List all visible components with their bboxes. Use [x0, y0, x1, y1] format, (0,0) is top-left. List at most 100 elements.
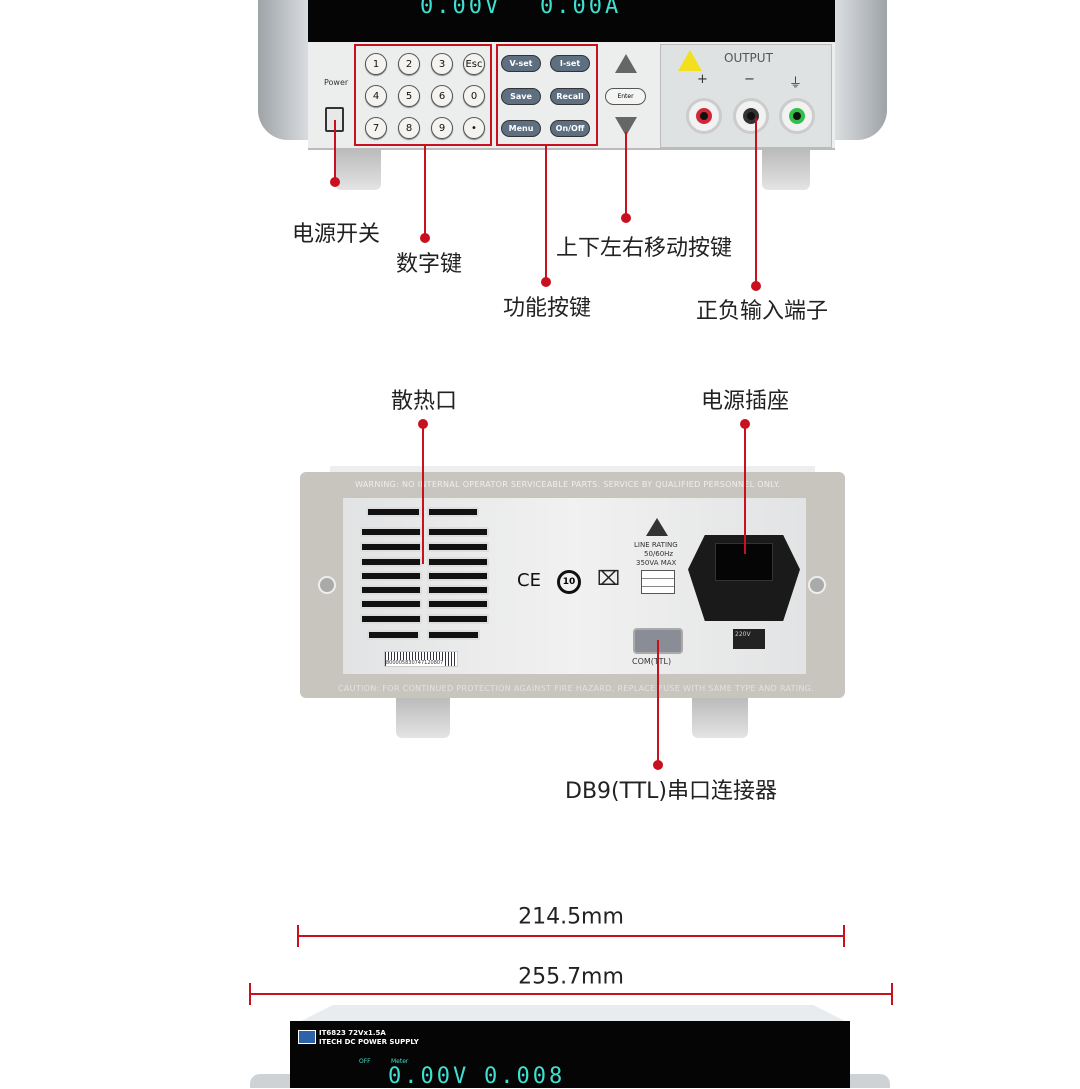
- vent-slot: [427, 614, 489, 624]
- voltage-switch[interactable]: 220V: [733, 629, 765, 649]
- function-keys-label: 功能按键: [502, 296, 592, 321]
- negative-terminal[interactable]: [733, 98, 769, 134]
- dimension-tick: [249, 983, 251, 1005]
- line-rating-3: 350VA MAX: [636, 559, 677, 567]
- callout-line: [744, 424, 746, 554]
- vent-slot: [427, 542, 489, 552]
- right-handle: [832, 0, 887, 140]
- dimension-tick: [891, 983, 893, 1005]
- caution-text: CAUTION: FOR CONTINUED PROTECTION AGAINS…: [338, 684, 815, 693]
- foot: [692, 698, 748, 738]
- left-handle: [250, 1074, 290, 1088]
- dimension-tick: [843, 925, 845, 947]
- vent-slot: [367, 630, 420, 640]
- down-arrow-key[interactable]: [615, 117, 637, 136]
- key-dot[interactable]: •: [463, 117, 485, 139]
- vent-slot: [427, 527, 489, 537]
- recall-key[interactable]: Recall: [550, 88, 590, 105]
- vent-slot: [366, 507, 421, 517]
- weee-bin-icon: ⌧: [597, 566, 621, 590]
- com-ttl-label: COM(TTL): [632, 657, 672, 666]
- fuse-table: [641, 570, 675, 594]
- vset-key[interactable]: V-set: [501, 55, 541, 72]
- vent-slot: [427, 571, 489, 581]
- power-label: Power: [324, 78, 349, 87]
- output-label: OUTPUT: [724, 51, 773, 65]
- callout-line: [625, 132, 627, 218]
- display: [290, 1021, 850, 1088]
- display: [308, 0, 835, 42]
- foot: [396, 698, 450, 738]
- callout-dot: [751, 281, 761, 291]
- callout-dot: [621, 213, 631, 223]
- foot: [335, 150, 381, 190]
- plus-symbol: +: [697, 72, 708, 87]
- callout-line: [334, 120, 336, 182]
- up-arrow-key[interactable]: [615, 54, 637, 73]
- itech-logo-icon: [298, 1030, 316, 1044]
- iset-key[interactable]: I-set: [550, 55, 590, 72]
- vent-slot: [360, 527, 422, 537]
- callout-dot: [541, 277, 551, 287]
- brand-text: ITECH DC POWER SUPPLY: [319, 1038, 419, 1046]
- warning-triangle-icon: [678, 50, 702, 71]
- ground-symbol: ⏚: [789, 76, 803, 91]
- key-esc[interactable]: Esc: [463, 53, 485, 75]
- vent-slot: [427, 585, 489, 595]
- callout-dot: [330, 177, 340, 187]
- vent-slot: [360, 614, 422, 624]
- voltage-reading: 0.00V: [420, 0, 502, 19]
- key-8[interactable]: 8: [398, 117, 420, 139]
- callout-line: [545, 146, 547, 282]
- foot: [762, 150, 810, 190]
- inner-width-label: 214.5mm: [518, 904, 624, 930]
- arrow-keys-label: 上下左右移动按键: [555, 236, 733, 261]
- key-2[interactable]: 2: [398, 53, 420, 75]
- caution-triangle-icon: [646, 518, 668, 536]
- enter-key[interactable]: Enter: [605, 88, 646, 105]
- key-7[interactable]: 7: [365, 117, 387, 139]
- save-key[interactable]: Save: [501, 88, 541, 105]
- warning-text: WARNING: NO INTERNAL OPERATOR SERVICEABL…: [355, 480, 781, 489]
- rear-top: [330, 466, 815, 474]
- vent-slot: [427, 630, 480, 640]
- line-rating-2: 50/60Hz: [644, 550, 674, 558]
- outer-width-line: [250, 993, 893, 995]
- onoff-key[interactable]: On/Off: [550, 120, 590, 137]
- vent-slot: [360, 557, 422, 567]
- inner-width-line: [298, 935, 845, 937]
- terminals-label: 正负输入端子: [695, 299, 829, 324]
- barcode-number: 800005830747120807: [386, 660, 444, 666]
- menu-key[interactable]: Menu: [501, 120, 541, 137]
- rohs-10-icon: 10: [557, 570, 581, 594]
- key-9[interactable]: 9: [431, 117, 453, 139]
- vent-slot: [427, 557, 489, 567]
- power-socket-label: 电源插座: [700, 389, 790, 414]
- key-5[interactable]: 5: [398, 85, 420, 107]
- function-keys-highlight: [496, 44, 598, 146]
- key-4[interactable]: 4: [365, 85, 387, 107]
- line-rating-1: LINE RATING: [634, 541, 678, 549]
- status-off: OFF: [359, 1058, 371, 1065]
- key-1[interactable]: 1: [365, 53, 387, 75]
- model-text: IT6823 72Vx1.5A: [319, 1029, 386, 1037]
- right-handle: [850, 1074, 890, 1088]
- left-handle: [258, 0, 313, 140]
- keypad-highlight: [354, 44, 492, 146]
- positive-terminal[interactable]: [686, 98, 722, 134]
- current-reading: 0.00A: [540, 0, 622, 19]
- vent-slot: [360, 585, 422, 595]
- minus-symbol: −: [744, 72, 755, 87]
- callout-dot: [420, 233, 430, 243]
- callout-line: [657, 640, 659, 765]
- callout-line: [424, 146, 426, 238]
- ground-terminal[interactable]: [779, 98, 815, 134]
- db9-label: DB9(TTL)串口连接器: [565, 779, 777, 804]
- vent-slot: [427, 599, 489, 609]
- voltage-reading: 0.00V: [388, 1064, 470, 1089]
- current-reading: 0.008: [484, 1064, 566, 1089]
- callout-dot: [653, 760, 663, 770]
- key-3[interactable]: 3: [431, 53, 453, 75]
- key-6[interactable]: 6: [431, 85, 453, 107]
- key-0[interactable]: 0: [463, 85, 485, 107]
